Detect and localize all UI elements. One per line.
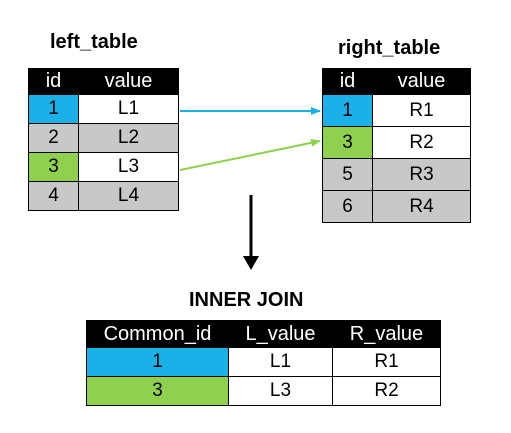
- inner-join-table: Common_id L_value R_value 1 L1 R1 3 L3 R…: [86, 320, 441, 406]
- right-table-row: 5 R3: [322, 158, 471, 191]
- right-table: id value 1 R1 3 R2 5 R3 6 R4: [322, 68, 471, 223]
- right-cell-id: 1: [322, 94, 373, 127]
- result-table-row: 3 L3 R2: [86, 376, 441, 406]
- left-table-row: 1 L1: [28, 94, 179, 124]
- result-cell-l-value: L3: [228, 376, 333, 406]
- right-table-row: 3 R2: [322, 126, 471, 159]
- left-cell-value: L2: [78, 123, 179, 153]
- result-cell-l-value: L1: [228, 347, 333, 377]
- left-header-value: value: [78, 68, 179, 95]
- result-header-l-value: L_value: [228, 320, 333, 348]
- right-header-id: id: [322, 68, 373, 95]
- right-cell-value: R2: [372, 126, 471, 159]
- result-table-row: 1 L1 R1: [86, 347, 441, 377]
- left-cell-value: L4: [78, 181, 179, 211]
- result-table-header-row: Common_id L_value R_value: [86, 320, 441, 348]
- right-cell-value: R4: [372, 190, 471, 223]
- right-cell-id: 5: [322, 158, 373, 191]
- result-cell-r-value: R1: [332, 347, 441, 377]
- result-cell-r-value: R2: [332, 376, 441, 406]
- left-cell-id: 2: [28, 123, 79, 153]
- right-table-header-row: id value: [322, 68, 471, 95]
- left-table-row: 2 L2: [28, 123, 179, 153]
- left-cell-value: L1: [78, 94, 179, 124]
- left-cell-value: L3: [78, 152, 179, 182]
- left-cell-id: 4: [28, 181, 79, 211]
- right-table-title: right_table: [338, 37, 441, 59]
- right-header-value: value: [372, 68, 471, 95]
- down-arrow-head: [243, 256, 259, 270]
- left-table-row: 4 L4: [28, 181, 179, 211]
- result-header-r-value: R_value: [332, 320, 441, 348]
- right-cell-id: 3: [322, 126, 373, 159]
- left-table-title: left_table: [50, 31, 138, 53]
- left-table: id value 1 L1 2 L2 3 L3 4 L4: [28, 68, 179, 211]
- right-cell-id: 6: [322, 190, 373, 223]
- left-header-id: id: [28, 68, 79, 95]
- inner-join-title: INNER JOIN: [189, 289, 304, 311]
- match-arrow-id-3: [179, 138, 321, 171]
- left-table-header-row: id value: [28, 68, 179, 95]
- right-table-row: 6 R4: [322, 190, 471, 223]
- result-cell-id: 3: [86, 376, 229, 406]
- left-cell-id: 1: [28, 94, 79, 124]
